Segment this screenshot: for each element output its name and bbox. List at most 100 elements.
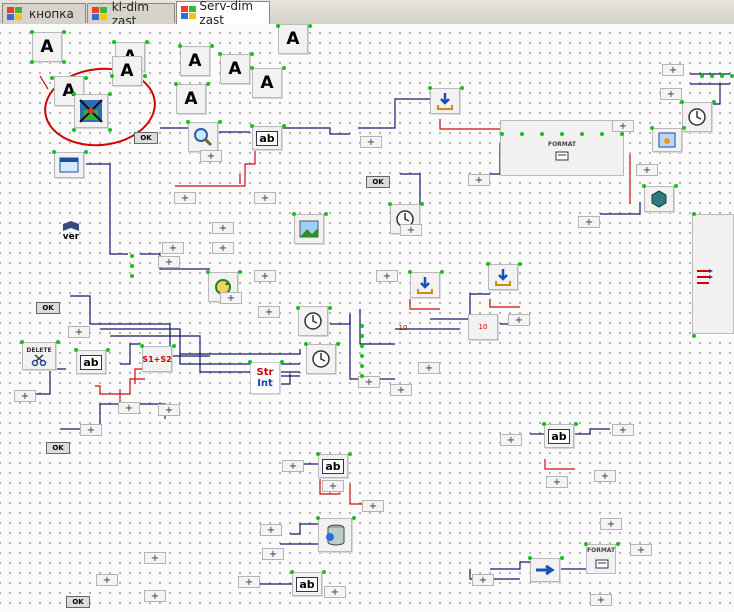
add-pin-button[interactable]: + xyxy=(80,424,102,436)
edit-component[interactable]: ab xyxy=(318,454,348,478)
add-pin-button[interactable]: + xyxy=(118,402,140,414)
transfer-component[interactable] xyxy=(530,558,560,582)
edit-component[interactable]: ab xyxy=(292,572,322,596)
connection-pin xyxy=(206,270,210,274)
format-block[interactable]: FORMAT xyxy=(500,120,624,176)
timer-component[interactable] xyxy=(682,102,712,132)
tab-label: кнопка xyxy=(29,6,74,21)
add-pin-button[interactable]: + xyxy=(468,174,490,186)
ok-button[interactable]: OK xyxy=(46,442,70,454)
tab-kl-dim-zast[interactable]: kl-dim zast xyxy=(87,0,175,28)
format-block[interactable]: FORMAT xyxy=(586,544,616,574)
add-pin-button[interactable]: + xyxy=(14,390,36,402)
add-pin-button[interactable]: + xyxy=(594,470,616,482)
add-pin-button[interactable]: + xyxy=(96,574,118,586)
edit-component[interactable]: ab xyxy=(76,350,106,374)
add-pin-button[interactable]: + xyxy=(578,216,600,228)
connection-pin xyxy=(616,542,620,546)
add-pin-button[interactable]: + xyxy=(260,524,282,536)
add-pin-button[interactable]: + xyxy=(68,326,90,338)
connection-pin xyxy=(642,184,646,188)
text-label-component[interactable]: A xyxy=(252,68,282,98)
schema-canvas[interactable]: A A A A A A A A A OK OK OK OK OK ab ab a… xyxy=(0,24,734,612)
add-pin-button[interactable]: + xyxy=(158,404,180,416)
timer-component[interactable] xyxy=(306,344,336,374)
add-pin-button[interactable]: + xyxy=(258,306,280,318)
text-label-component[interactable]: A xyxy=(176,84,206,114)
add-pin-button[interactable]: + xyxy=(508,314,530,326)
text-label-component[interactable]: A xyxy=(32,32,62,62)
add-pin-button[interactable]: + xyxy=(660,88,682,100)
ok-button[interactable]: OK xyxy=(366,176,390,188)
add-pin-button[interactable]: + xyxy=(662,64,684,76)
text-label-component[interactable]: A xyxy=(220,54,250,84)
add-pin-button[interactable]: + xyxy=(158,256,180,268)
add-pin-button[interactable]: + xyxy=(262,548,284,560)
add-pin-button[interactable]: + xyxy=(500,434,522,446)
add-pin-button[interactable]: + xyxy=(324,586,346,598)
text-label-component[interactable]: A xyxy=(112,56,142,86)
picture-component[interactable] xyxy=(294,214,324,244)
text-label-component[interactable]: A xyxy=(180,46,210,76)
add-pin-button[interactable]: + xyxy=(418,362,440,374)
ok-button[interactable]: OK xyxy=(66,596,90,608)
add-pin-button[interactable]: + xyxy=(200,150,222,162)
timer-component[interactable] xyxy=(298,306,328,336)
add-pin-button[interactable]: + xyxy=(282,460,304,472)
database-component[interactable] xyxy=(644,186,674,212)
add-pin-button[interactable]: + xyxy=(358,376,380,388)
form-component[interactable] xyxy=(54,152,84,178)
tab-knopka[interactable]: кнопка xyxy=(2,3,86,23)
add-pin-button[interactable]: + xyxy=(590,594,612,606)
add-pin-button[interactable]: + xyxy=(254,192,276,204)
config-component[interactable] xyxy=(652,128,682,152)
add-pin-button[interactable]: + xyxy=(254,270,276,282)
add-pin-button[interactable]: + xyxy=(238,576,260,588)
connection-pin xyxy=(574,422,578,426)
add-pin-button[interactable]: + xyxy=(376,270,398,282)
tab-serv-dim-zast[interactable]: Serv-dim zast xyxy=(176,0,270,27)
ok-button[interactable]: OK xyxy=(36,302,60,314)
database-component[interactable] xyxy=(318,518,352,552)
delete-component[interactable]: DELETE xyxy=(22,342,56,370)
add-pin-button[interactable]: + xyxy=(600,518,622,530)
add-pin-button[interactable]: + xyxy=(636,164,658,176)
add-pin-button[interactable]: + xyxy=(546,476,568,488)
add-pin-button[interactable]: + xyxy=(220,292,242,304)
edit-component[interactable]: ab xyxy=(252,126,282,150)
add-pin-button[interactable]: + xyxy=(360,136,382,148)
text-label-component[interactable]: A xyxy=(278,24,308,54)
connection-pin xyxy=(218,120,222,124)
image-component[interactable] xyxy=(74,94,108,128)
add-pin-button[interactable]: + xyxy=(612,424,634,436)
add-pin-button[interactable]: + xyxy=(212,242,234,254)
connection-pin xyxy=(720,74,724,78)
add-pin-button[interactable]: + xyxy=(362,500,384,512)
edit-component[interactable]: ab xyxy=(544,424,574,448)
add-pin-button[interactable]: + xyxy=(212,222,234,234)
compare-component[interactable]: 10 xyxy=(468,314,498,340)
add-pin-button[interactable]: + xyxy=(174,192,196,204)
str-to-int-component[interactable]: Str Int xyxy=(250,362,280,394)
concat-component[interactable]: S1+S2 xyxy=(142,346,172,372)
search-component[interactable] xyxy=(188,122,218,152)
add-pin-button[interactable]: + xyxy=(322,480,344,492)
bus-block[interactable] xyxy=(692,214,734,334)
multiplexer-icon xyxy=(697,269,713,284)
ok-button[interactable]: OK xyxy=(134,132,158,144)
connection-pin xyxy=(130,274,134,278)
download-component[interactable] xyxy=(488,264,518,290)
compare-component[interactable]: 10 xyxy=(388,316,418,340)
add-pin-button[interactable]: + xyxy=(400,224,422,236)
add-pin-button[interactable]: + xyxy=(144,590,166,602)
download-component[interactable] xyxy=(410,272,440,298)
add-pin-button[interactable]: + xyxy=(612,120,634,132)
add-pin-button[interactable]: + xyxy=(390,384,412,396)
add-pin-button[interactable]: + xyxy=(630,544,652,556)
add-pin-button[interactable]: + xyxy=(144,552,166,564)
add-pin-button[interactable]: + xyxy=(162,242,184,254)
download-component[interactable] xyxy=(430,88,460,114)
connection-pin xyxy=(420,202,424,206)
version-component[interactable]: ver xyxy=(56,216,86,246)
add-pin-button[interactable]: + xyxy=(472,574,494,586)
